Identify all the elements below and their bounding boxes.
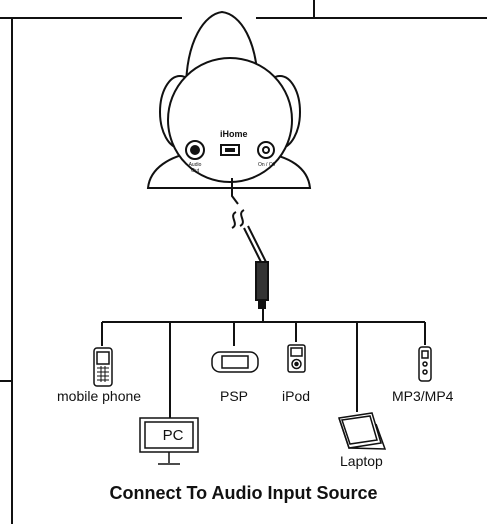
device-brand-label: iHome <box>220 129 248 139</box>
psp-label: PSP <box>220 388 249 404</box>
source-tree <box>101 308 426 418</box>
mp3-player-icon <box>418 346 432 382</box>
psp-icon <box>211 351 259 373</box>
mobile-phone-icon <box>93 347 113 387</box>
audio-out-label: Audio Out <box>188 162 202 174</box>
speaker-device <box>146 10 312 189</box>
mobile-phone-label: mobile phone <box>57 388 142 404</box>
laptop-label: Laptop <box>340 453 383 469</box>
audio-cable <box>231 178 269 309</box>
laptop-icon <box>338 412 387 450</box>
diagram-caption: Connect To Audio Input Source <box>109 483 378 503</box>
ipod-label: iPod <box>282 388 311 404</box>
ipod-icon <box>287 344 306 373</box>
power-label: On / Off <box>258 162 276 168</box>
pc-monitor-icon <box>139 417 199 465</box>
pc-label: PC <box>162 427 184 444</box>
mp3-mp4-label: MP3/MP4 <box>392 388 454 404</box>
